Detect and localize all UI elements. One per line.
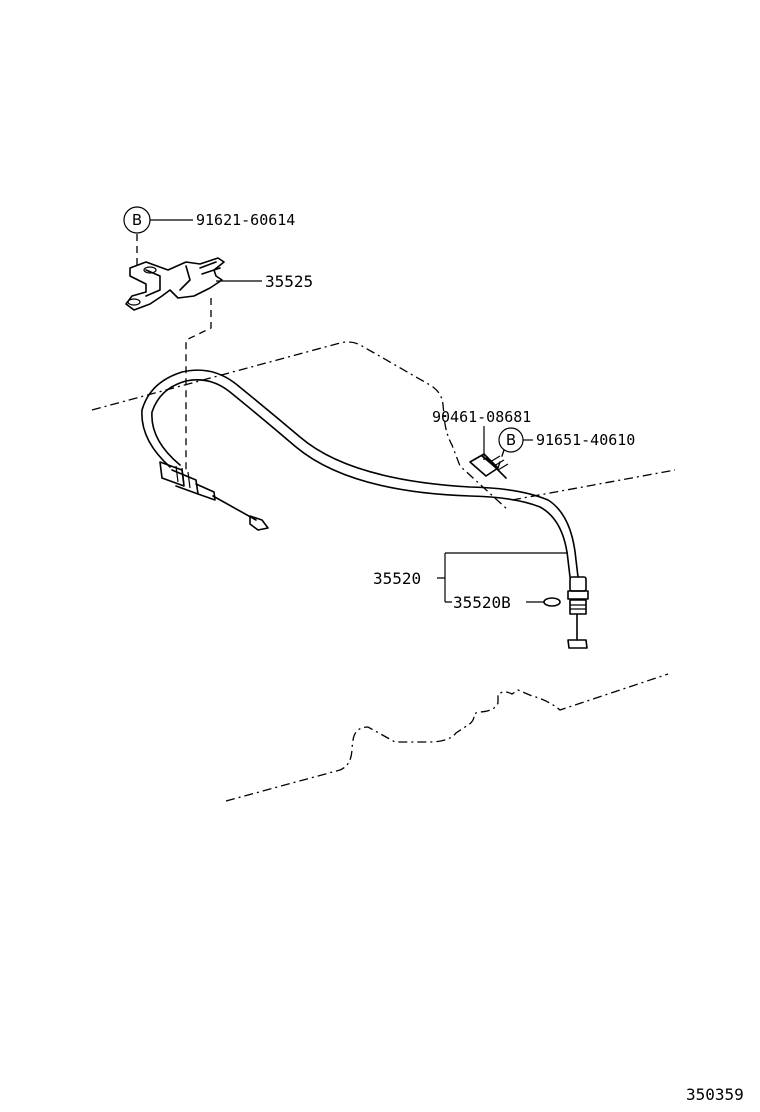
label-bolt-right: 91651-40610 bbox=[536, 431, 635, 449]
badge-top-label: B bbox=[132, 211, 142, 229]
label-clip: 90461-08681 bbox=[432, 408, 531, 426]
badge-right-label: B bbox=[506, 431, 516, 449]
badge-top: B bbox=[123, 206, 151, 234]
clip-alignment-line bbox=[497, 449, 505, 469]
leader-cable bbox=[437, 552, 568, 602]
figure-id: 350359 bbox=[686, 1085, 744, 1104]
bracket bbox=[125, 257, 225, 311]
label-cable-sub: 35520B bbox=[453, 593, 511, 612]
badge-right: B bbox=[498, 427, 524, 453]
cable-clamp bbox=[469, 453, 509, 479]
label-cable: 35520 bbox=[373, 569, 421, 588]
body-panel-outline-right bbox=[511, 469, 676, 501]
cable-end-left bbox=[159, 461, 269, 531]
bracket-alignment-line bbox=[185, 298, 212, 470]
label-bracket: 35525 bbox=[265, 272, 313, 291]
floor-outline bbox=[225, 673, 669, 802]
body-panel-outline bbox=[91, 341, 509, 511]
cable-outer bbox=[141, 369, 579, 578]
label-bolt-top: 91621-60614 bbox=[196, 211, 295, 229]
cable-inner bbox=[151, 379, 571, 578]
cable-end-right bbox=[567, 576, 589, 649]
e-ring bbox=[543, 597, 561, 607]
